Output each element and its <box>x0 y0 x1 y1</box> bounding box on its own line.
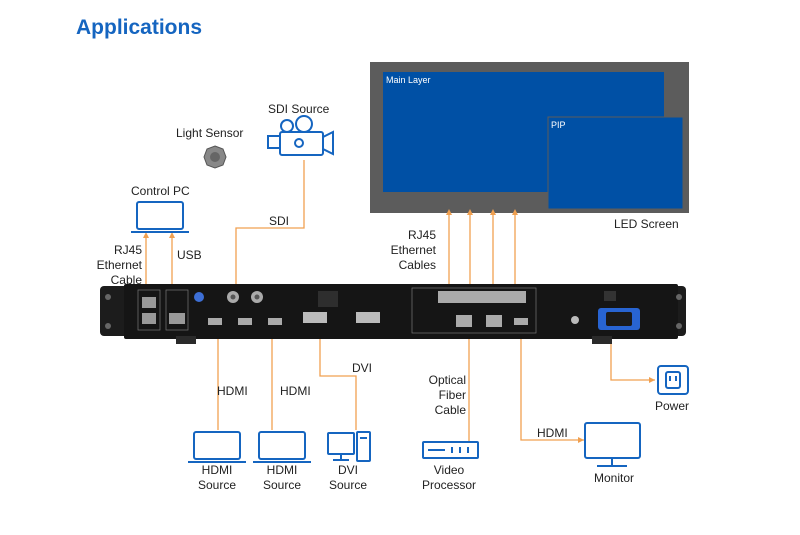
hdmi-source-label-2: HDMI Source <box>262 463 302 492</box>
led-screen-label: LED Screen <box>614 217 679 231</box>
pip-label: PIP <box>551 120 566 130</box>
sdi-cable-label: SDI <box>269 214 290 228</box>
hdmi-out-label: HDMI <box>537 426 568 440</box>
hdmi-cable-label-2: HDMI <box>280 384 311 398</box>
hdmi-source-label-1: HDMI Source <box>197 463 237 492</box>
laptop-icon <box>253 431 311 463</box>
power-label: Power <box>655 399 690 413</box>
light-sensor-icon <box>203 145 227 169</box>
camera-icon <box>267 115 334 156</box>
pip-layer <box>547 116 684 210</box>
monitor-label: Monitor <box>594 471 635 485</box>
power-socket-icon <box>657 365 689 395</box>
video-controller-device <box>100 284 686 344</box>
dvi-cable-label: DVI <box>352 361 373 375</box>
led-screen <box>370 62 689 213</box>
rj45-cables-label: RJ45 Ethernet Cables <box>390 228 436 272</box>
page-title: Applications <box>76 16 203 39</box>
hdmi-cable-label-1: HDMI <box>217 384 248 398</box>
video-processor-label: Video Processor <box>421 463 477 492</box>
main-layer-label: Main Layer <box>386 75 431 85</box>
rj45-cable-label: RJ45 Ethernet Cable <box>96 243 142 287</box>
monitor-icon <box>584 422 641 467</box>
dvi-source-label: DVI Source <box>328 463 368 492</box>
laptop-icon <box>188 431 246 463</box>
laptop-icon <box>131 201 189 233</box>
optical-fiber-label: Optical Fiber Cable <box>428 373 466 417</box>
video-processor-icon <box>422 441 479 459</box>
usb-cable-label: USB <box>177 248 202 262</box>
light-sensor-label: Light Sensor <box>176 126 244 140</box>
sdi-source-label: SDI Source <box>268 102 330 116</box>
cables <box>145 160 655 442</box>
control-pc-label: Control PC <box>131 184 190 198</box>
desktop-icon <box>327 431 371 462</box>
